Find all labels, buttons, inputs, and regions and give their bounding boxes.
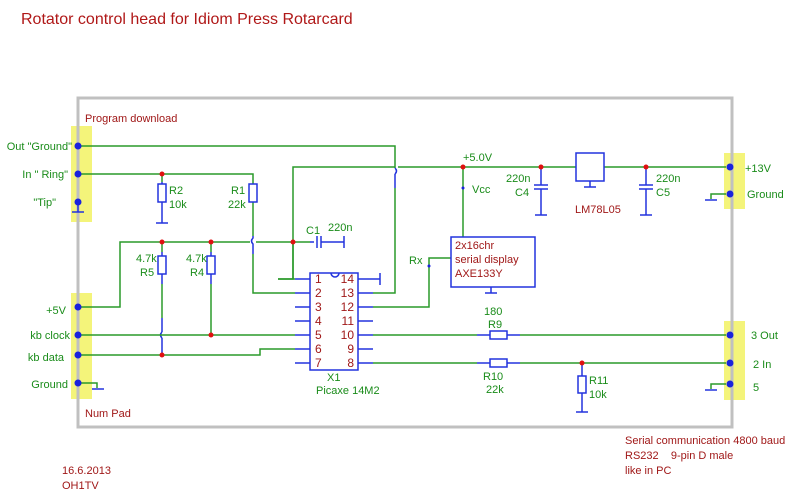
r2-value: 10k [169,199,187,211]
r1-label: R1 [231,185,245,197]
r4-body [206,255,216,275]
rx-label: Rx [409,255,423,267]
wire-rx [373,257,451,308]
r9-body [489,330,508,340]
enclosure-frame [76,96,734,429]
note-serial-line-2: RS232 9-pin D male [625,450,733,462]
r10-label: R10 [483,371,503,383]
r5-value: 4.7k [136,253,157,265]
svg-text:10: 10 [341,328,355,342]
svg-text:14: 14 [341,272,355,286]
note-serial-line-3: like in PC [625,465,672,477]
c4-value: 220n [506,173,530,185]
c1-label: C1 [306,225,320,237]
wire-keypad-5v [78,241,250,308]
pin-label-kb-data: kb data [28,352,65,364]
wire-crossover [394,167,398,175]
pin-label-kb-clock: kb clock [30,330,70,342]
pin-label-5: 5 [753,382,759,394]
ic-notch [330,272,340,278]
svg-text:5: 5 [315,328,322,342]
r10-body [489,358,508,368]
r4-value: 4.7k [186,253,207,265]
r11-value: 10k [589,389,607,401]
svg-text:11: 11 [342,314,355,328]
svg-text:12: 12 [341,300,355,314]
vcc-label: Vcc [472,184,491,196]
ic-x1-body[interactable] [309,272,359,371]
note-serial-line-1: Serial communication 4800 baud [625,435,785,447]
ic-right-pin-numbers: 14 13 12 11 10 9 8 [341,272,355,370]
display-module[interactable] [450,236,536,288]
r1-value: 22k [228,199,246,211]
c5-value: 220n [656,173,680,185]
junction-dots [159,164,649,366]
ic-left-pin-stubs [278,278,310,364]
svg-text:2: 2 [315,286,322,300]
svg-text:9: 9 [347,342,354,356]
pin-label-5v: +5V [46,305,67,317]
svg-text:4: 4 [315,314,322,328]
r9-label: R9 [488,319,502,331]
wire-out-ground [78,145,396,168]
pin-label-power-ground: Ground [747,189,784,201]
power-connector [724,153,745,209]
pin-label-tip: "Tip" [33,197,56,209]
note-date: 16.6.2013 [62,465,111,477]
c5-label: C5 [656,187,670,199]
supply-label: +5.0V [463,152,493,164]
display-line-3: AXE133Y [455,268,503,280]
schematic-title: Rotator control head for Idiom Press Rot… [21,11,353,28]
connector-pins [74,142,734,388]
pin-label-in-ring: In " Ring" [22,169,68,181]
rs232-connector [724,321,745,400]
pin-label-3-out: 3 Out [751,330,778,342]
r2-label: R2 [169,185,183,197]
r5-body [157,255,167,275]
pin-label-13v: +13V [745,163,772,175]
note-author: OH1TV [62,480,99,492]
r5-label: R5 [140,267,154,279]
ic-part: Picaxe 14M2 [316,385,380,397]
svg-text:1: 1 [315,272,322,286]
program-download-label: Program download [85,113,177,125]
r10-value: 22k [486,384,504,396]
regulator-lm78l05[interactable] [575,152,605,182]
display-line-1: 2x16chr [455,240,494,252]
r4-label: R4 [190,267,204,279]
ic-ref: X1 [327,372,340,384]
display-line-2: serial display [455,254,519,266]
ic-right-pin-stubs [358,273,381,364]
pin-label-out-ground: Out "Ground" [7,141,72,153]
r9-value: 180 [484,306,502,318]
num-pad-label: Num Pad [85,408,131,420]
wire-in-ring [78,173,254,184]
c1-value: 220n [328,222,352,234]
svg-text:7: 7 [315,356,322,370]
r11-label: R11 [589,375,608,387]
svg-text:3: 3 [315,300,322,314]
regulator-label: LM78L05 [575,204,621,216]
r2-body [157,183,167,203]
wire-kb-data [78,348,278,356]
r1-body [248,183,258,203]
pin-label-2-in: 2 In [753,359,771,371]
pin-label-ground: Ground [31,379,68,391]
svg-text:13: 13 [341,286,355,300]
svg-text:6: 6 [315,342,322,356]
c4-label: C4 [515,187,529,199]
num-pad-connector [71,293,92,399]
r11-body [577,375,587,394]
ic-left-pin-numbers: 1 2 3 4 5 6 7 [315,272,322,370]
svg-text:8: 8 [347,356,354,370]
